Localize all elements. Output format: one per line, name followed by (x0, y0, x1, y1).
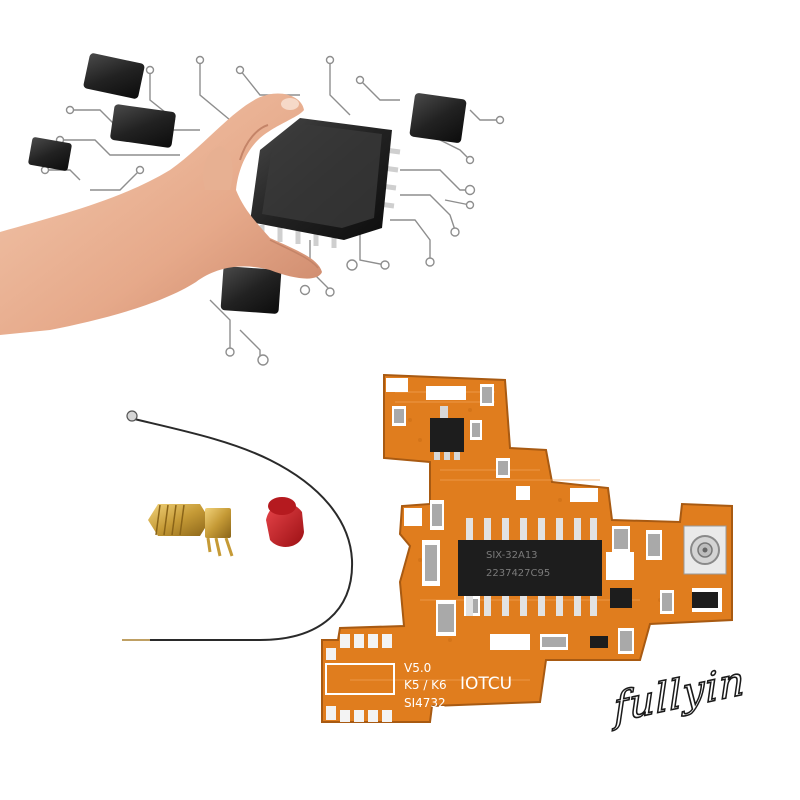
small-transistors (590, 588, 718, 648)
antenna-cable (122, 417, 354, 641)
small-chip-top-left (83, 53, 145, 99)
board-models-label: K5 / K6 (404, 678, 447, 692)
board-brand-label: IOTCU (460, 674, 513, 694)
small-chip-mid-left (110, 104, 176, 148)
trace-pads (40, 55, 505, 366)
board-chip-name-label: SI4732 (404, 696, 446, 710)
ic-si4732-chip (458, 518, 602, 616)
red-dust-cap (266, 497, 304, 547)
board-version-label: V5.0 (404, 661, 432, 675)
chip-marking-line1: SIX-32A13 (486, 550, 538, 561)
castellated-pads (326, 634, 392, 722)
small-chip-bottom (220, 266, 282, 314)
small-chip-right (409, 93, 467, 143)
ufl-antenna-socket (683, 525, 727, 575)
chip-marking-line2: 2237427C95 (486, 568, 551, 579)
ufl-plug (126, 410, 138, 422)
sma-connector (148, 504, 234, 557)
pcb-module (321, 373, 733, 723)
hand-holding-chip (0, 93, 322, 335)
ic-sot-chip (430, 406, 464, 460)
main-chip (250, 118, 401, 248)
small-chip-left (28, 137, 72, 171)
